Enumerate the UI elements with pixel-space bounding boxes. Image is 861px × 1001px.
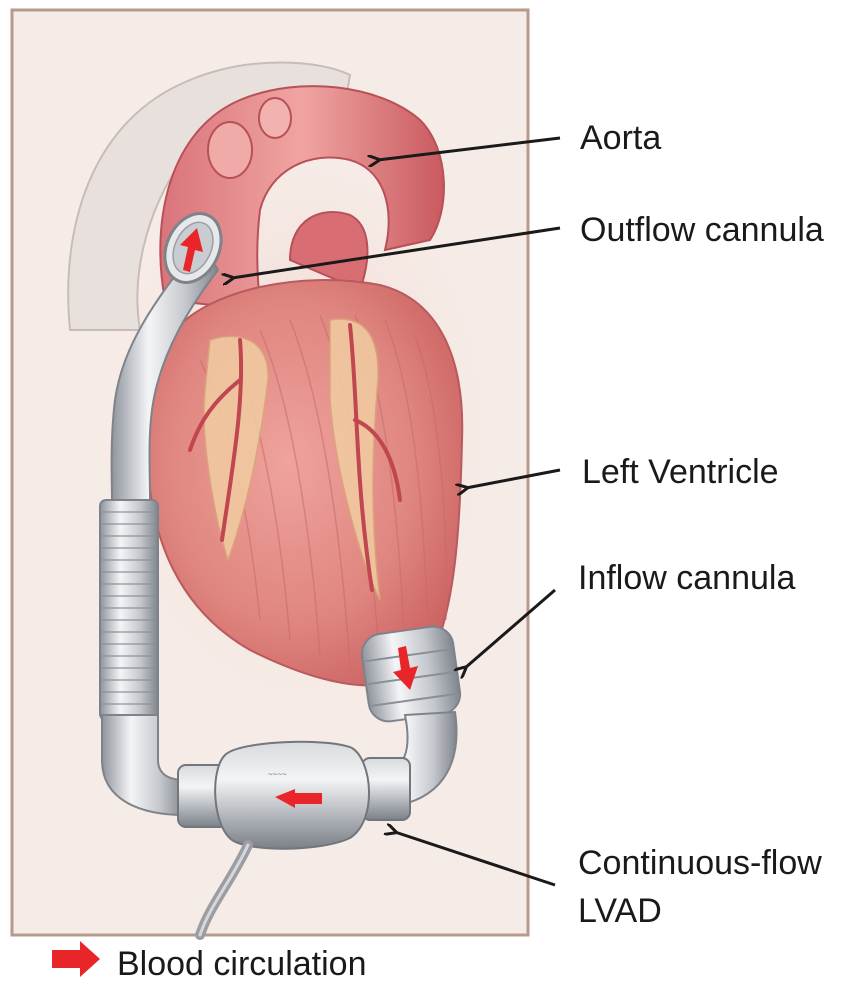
pump-engraving: ~~~~	[268, 770, 287, 779]
label-lvad-line1: Continuous-flow	[578, 843, 822, 883]
label-lvad-line2: LVAD	[578, 891, 662, 931]
corrugated-graft	[100, 500, 158, 720]
aorta-branch-2	[259, 98, 291, 138]
label-left-ventricle: Left Ventricle	[582, 452, 779, 492]
legend-label: Blood circulation	[117, 944, 366, 984]
aorta-branch	[208, 122, 252, 178]
legend-arrow-icon	[52, 941, 100, 977]
label-aorta: Aorta	[580, 118, 661, 158]
label-outflow-cannula: Outflow cannula	[580, 210, 824, 250]
label-inflow-cannula: Inflow cannula	[578, 558, 795, 598]
